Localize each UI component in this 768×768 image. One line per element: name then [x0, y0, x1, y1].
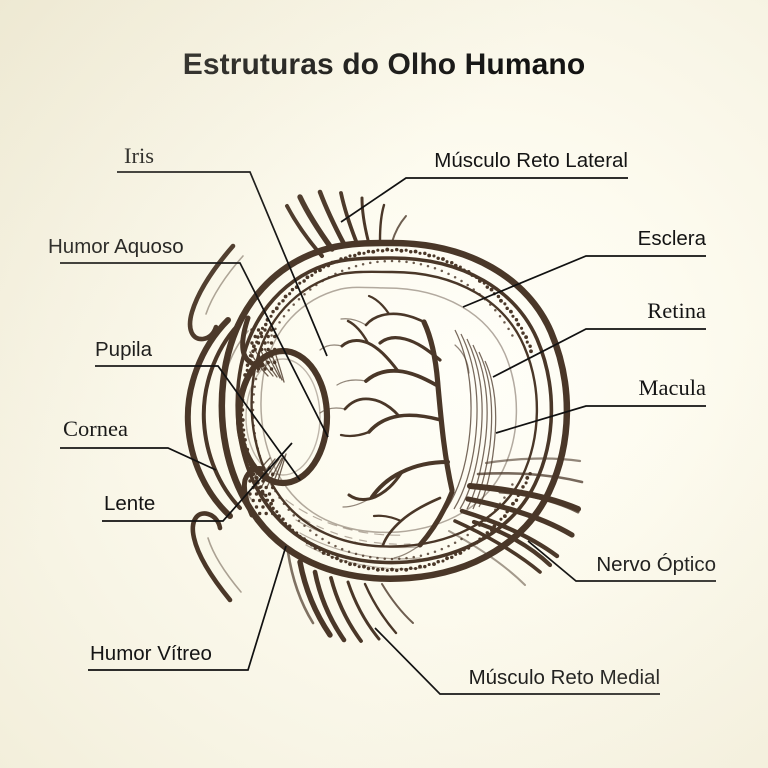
leader-musculo-medial [374, 627, 660, 695]
sclera-outer-line [218, 239, 571, 582]
macula-hatch-region [446, 329, 497, 510]
leader-iris [117, 171, 328, 357]
leader-retina [492, 328, 706, 378]
lens [235, 347, 331, 487]
label-cornea: Cornea [63, 416, 128, 441]
label-musculo-reto-lateral: Músculo Reto Lateral [434, 149, 628, 172]
label-musculo-reto-medial: Músculo Reto Medial [468, 666, 660, 689]
leader-lines [60, 171, 716, 695]
label-macula: Macula [638, 375, 706, 400]
leader-humor-vitreo [88, 545, 287, 671]
leader-lente [102, 442, 293, 522]
label-iris: Iris [124, 143, 154, 168]
label-lente: Lente [104, 492, 156, 515]
label-humor-vitreo: Humor Vítreo [90, 642, 212, 665]
cornea [184, 317, 252, 519]
vitreous-texture [285, 499, 423, 570]
label-nervo-optico: Nervo Óptico [596, 553, 716, 576]
leader-nervo-optico [527, 540, 716, 582]
leader-esclera [462, 255, 706, 308]
optic-nerve [448, 457, 584, 586]
label-humor-aquoso: Humor Aquoso [48, 235, 184, 258]
label-pupila: Pupila [95, 338, 152, 361]
medial-rectus-muscle [286, 550, 414, 643]
vitreous-boundary [260, 286, 518, 534]
sclera-inner-line [235, 256, 554, 565]
leader-cornea [60, 447, 217, 471]
label-esclera: Esclera [637, 227, 706, 250]
eyelid-curves [187, 243, 244, 603]
leader-humor-aquoso [60, 262, 329, 438]
retinal-blood-vessels [319, 294, 470, 559]
leader-pupila [95, 365, 301, 481]
leader-musculo-lateral [340, 177, 628, 223]
label-retina: Retina [647, 298, 706, 323]
lateral-rectus-muscle [285, 189, 407, 258]
page-title: Estruturas do Olho Humano [182, 48, 586, 81]
leader-macula [495, 405, 706, 434]
